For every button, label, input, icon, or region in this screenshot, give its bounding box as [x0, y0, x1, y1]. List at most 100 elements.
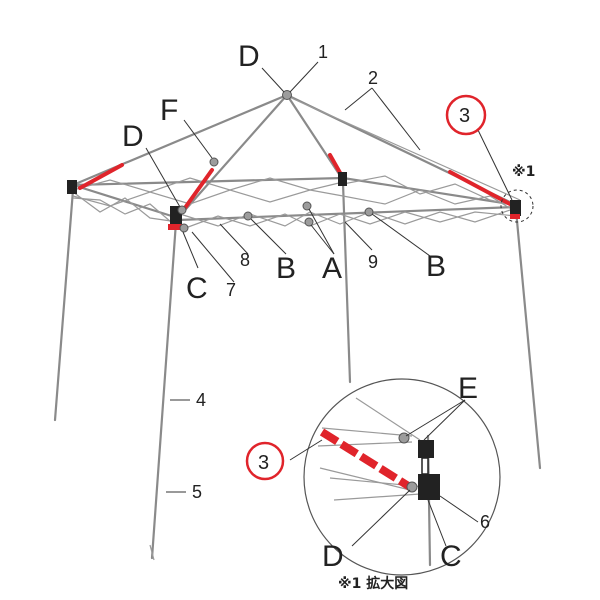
inset-red-strut [319, 428, 413, 491]
top-perimeter [71, 176, 518, 222]
bracket-back-center [338, 172, 347, 186]
inset-bracket-bottom [418, 474, 440, 500]
leader-d-top [261, 67, 285, 93]
inset-joint-d [406, 481, 418, 493]
red-strut-front-right [448, 170, 512, 206]
bracket-front-right-red [510, 214, 520, 219]
leader-f [183, 119, 213, 159]
joint-f [209, 157, 219, 167]
label-inset-caption: ※1 拡大図 [338, 575, 408, 592]
leader-d-inset [351, 489, 411, 547]
roof-ribs [71, 93, 521, 220]
label-f: F [160, 94, 178, 127]
label-b-right: B [426, 250, 446, 283]
text-labels: D 1 2 F D 3 ※1 C 7 8 B A 9 B 4 5 E 3 6 D… [122, 40, 535, 592]
label-corner-mark: ※1 [512, 164, 535, 180]
label-4: 4 [196, 390, 206, 410]
inset-bracket-slot [421, 457, 429, 475]
joint-a-upper [302, 201, 312, 211]
label-8: 8 [240, 250, 250, 270]
label-d-inset: D [322, 540, 344, 573]
label-1: 1 [318, 42, 328, 62]
perimeter-back [71, 176, 345, 187]
leg-back-center [341, 181, 352, 384]
leader-b-left [250, 218, 287, 255]
rib-back-center [285, 93, 345, 182]
inset-rail-2 [317, 441, 413, 447]
joint-b-right [364, 207, 374, 217]
joint-d-left [177, 205, 187, 215]
rib-front-right-inner [288, 96, 521, 201]
label-b-left: B [276, 252, 296, 285]
label-a: A [322, 252, 342, 285]
bracket-front-left-red [168, 224, 182, 230]
truss-front-bottom [179, 211, 517, 231]
scissor-trusses [72, 175, 517, 231]
leg-front-left [150, 220, 178, 560]
joint-c-left [179, 223, 189, 233]
truss-back-top [72, 177, 344, 193]
inset-rail-1 [321, 427, 413, 437]
leader-e1 [405, 399, 466, 437]
leader-3-main [477, 129, 513, 201]
callout-ring-3-inset [245, 441, 285, 481]
leader-2b [371, 87, 421, 151]
leader-lines [145, 61, 513, 493]
leg-back-left [53, 188, 75, 422]
bracket-front-right [510, 200, 521, 216]
joint-a-lower [304, 217, 314, 227]
inset-circle [303, 378, 501, 576]
label-c-inset: C [440, 540, 462, 573]
inset-detail [289, 378, 501, 576]
joints [177, 90, 374, 233]
leader-e2 [423, 399, 466, 441]
leader-7 [191, 231, 235, 283]
perimeter-left [71, 183, 180, 220]
rib-front-left [176, 93, 289, 220]
leader-c-left [182, 231, 199, 269]
leader-c-inset [427, 499, 447, 547]
leader-6 [439, 495, 479, 523]
leg-front-right [514, 208, 542, 470]
label-6: 6 [480, 512, 490, 532]
red-strut-front-left [180, 168, 214, 214]
label-9: 9 [368, 252, 378, 272]
leader-d-left [145, 147, 181, 208]
label-e: E [458, 372, 478, 405]
label-d-left: D [122, 120, 144, 153]
leader-9 [344, 221, 373, 251]
label-5: 5 [192, 482, 202, 502]
leader-1 [289, 61, 319, 93]
truss-back-bottom [72, 189, 344, 207]
inset-rail-6 [319, 467, 411, 491]
inset-rail-4 [333, 493, 421, 501]
leader-3-inset [289, 439, 323, 461]
leg-foot-left [149, 544, 155, 561]
red-strut-back-left [78, 163, 124, 190]
truss-right-top [342, 175, 517, 207]
truss-front-top [179, 207, 517, 227]
joint-b-left [243, 211, 253, 221]
truss-left-top [72, 191, 179, 223]
truss-right-bottom [342, 189, 517, 213]
bracket-back-left [67, 180, 77, 194]
legs [53, 181, 542, 561]
leader-b-right [371, 213, 431, 257]
label-3-main: 3 [459, 105, 470, 127]
callout-ring-3-main [445, 94, 487, 136]
leader-a1 [308, 208, 335, 255]
rib-back-left [71, 93, 289, 187]
red-struts [78, 153, 512, 214]
inset-rail-5 [355, 397, 421, 441]
perimeter-front [176, 205, 518, 222]
inset-bracket-top [418, 440, 434, 458]
label-7: 7 [226, 280, 236, 300]
truss-left-bottom [72, 197, 179, 229]
joint-peak [282, 90, 292, 100]
leader-2a [344, 87, 373, 111]
detail-marker-circle [500, 189, 534, 223]
label-2: 2 [368, 68, 378, 88]
leader-a2 [310, 224, 335, 255]
